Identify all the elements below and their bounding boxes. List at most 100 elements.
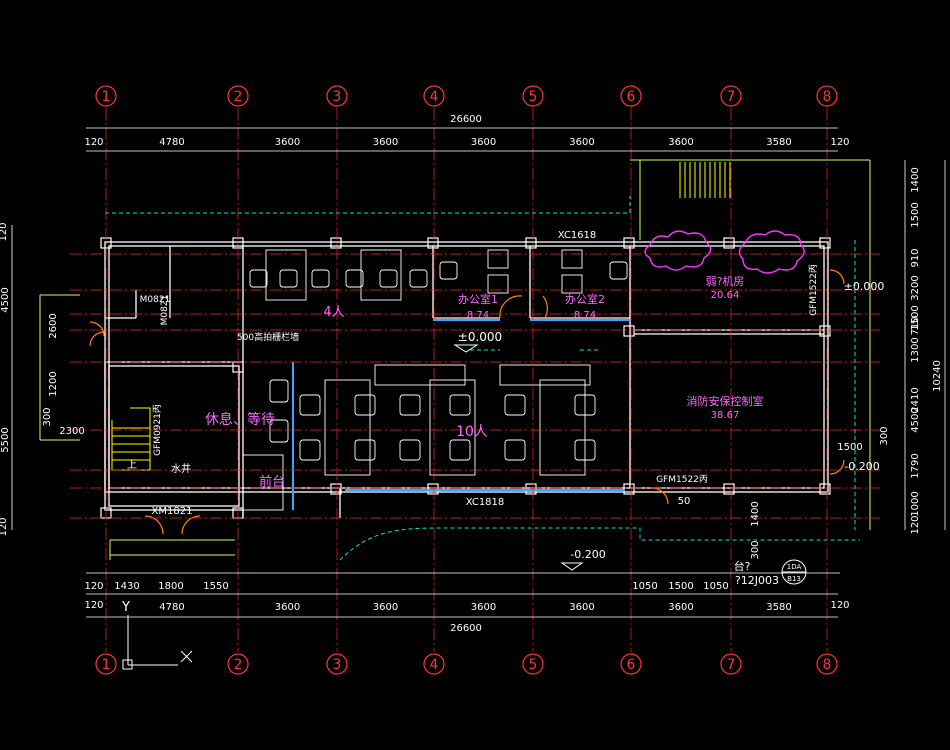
bottom-overall-dim: 26600 (450, 623, 482, 634)
bottom-span-dim: 3580 (766, 602, 791, 613)
top-overall-dim: 26600 (450, 114, 482, 125)
bottom-span-dim: 4780 (159, 602, 184, 613)
bottom-sub-dim: 1800 (158, 581, 183, 592)
room-office1-name: 办公室1 (458, 292, 498, 306)
right-dim: 1400 (750, 501, 761, 526)
bottom-sub-dim: 120 (84, 581, 103, 592)
dimension-texts: 4780 4780 3600 3600 3600 3600 3600 3600 3600 3600… (0, 114, 943, 634)
curtain-wall-glazing (292, 319, 630, 510)
ucs-y-label: Y (121, 600, 130, 615)
bottom-sub-dim: 1500 (668, 581, 693, 592)
top-span-dim: 3600 (373, 137, 398, 148)
door-code-gfm-bottom: GFM1522丙 (656, 474, 708, 485)
grid-bubble-top (720, 85, 742, 107)
grid-bubble-top (522, 85, 544, 107)
detail-bubble-top: 1DA (787, 563, 802, 571)
grid-bubble-label: 2 (234, 657, 243, 673)
grid-bubble-bottom (423, 653, 445, 675)
right-dim: 1400 (910, 167, 921, 192)
left-dim: 120 (0, 222, 9, 241)
right-dim: 3200 (910, 275, 921, 300)
top-span-dim: 3600 (569, 137, 594, 148)
right-dim: 1500 (910, 305, 921, 330)
grid-bubble-label: 2 (234, 89, 243, 105)
grid-bubble-label: 4 (430, 657, 439, 673)
stair-up-label: 上 (127, 459, 137, 471)
right-dim: 1500 (910, 202, 921, 227)
left-dim: 5500 (0, 427, 11, 452)
level-outside-right: -0.200 (844, 460, 879, 473)
left-dim: 120 (0, 517, 9, 536)
left-dim: 1200 (48, 371, 59, 396)
bottom-span-dim: 3600 (275, 602, 300, 613)
grid-bubble-top (95, 85, 117, 107)
right-dim: 710 (910, 316, 921, 335)
grid-bubble-top (423, 85, 445, 107)
right-dim: 1500 (837, 442, 862, 453)
grid-bubble-bottom (227, 653, 249, 675)
room-office2-name: 办公室2 (565, 292, 605, 306)
top-span-dim: 3600 (471, 137, 496, 148)
bottom-span-dim: 3600 (569, 602, 594, 613)
grid-bubble-bottom (326, 653, 348, 675)
window-code-top: XC1618 (558, 230, 597, 241)
grid-bubble-label: 5 (529, 657, 538, 673)
left-dim: 2600 (48, 313, 59, 338)
top-span-dim: 3600 (275, 137, 300, 148)
right-dim: 120 (910, 515, 921, 534)
grid-bubble-label: 1 (102, 89, 111, 105)
top-offset-left: 120 (84, 137, 103, 148)
planter-shrubs (644, 230, 805, 274)
top-span-dim: 4780 (159, 137, 184, 148)
top-span-dim: 3600 (668, 137, 693, 148)
bottom-sub-dim: 1430 (114, 581, 139, 592)
right-dim: 1790 (910, 453, 921, 478)
window-code-bottom: XC1818 (466, 497, 505, 508)
grid-bubble-top (227, 85, 249, 107)
bottom-span-dim: 3600 (668, 602, 693, 613)
right-dim: 910 (910, 248, 921, 267)
level-floor-symbol (453, 344, 479, 353)
grid-bubble-label: 4 (430, 89, 439, 105)
right-dim: 1000 (910, 491, 921, 516)
grid-axis-lines (70, 108, 880, 652)
occupancy-ten: 10人 (456, 424, 488, 440)
room-office2-area: 8.74 (574, 310, 596, 321)
grid-bubble-label: 6 (627, 657, 636, 673)
right-dim: 300 (750, 540, 761, 559)
grid-bubble-bottom (522, 653, 544, 675)
bottom-sub-dim: 1050 (703, 581, 728, 592)
bottom-span-dim: 3600 (373, 602, 398, 613)
office-furniture (242, 249, 628, 511)
grid-bubble-label: 3 (333, 657, 342, 673)
level-floor: ±0.000 (458, 330, 502, 344)
wall-note: 500高拍栅栏墙 (237, 331, 299, 343)
bottom-offset-right: 120 (830, 600, 849, 611)
site-outline (105, 196, 860, 561)
door-code-m0821-a: M0821 (140, 295, 171, 305)
small-dim-50: 50 (678, 496, 691, 507)
bottom-sub-dim: 1050 (632, 581, 657, 592)
right-dim: 300 (879, 426, 890, 445)
room-fire-control-name: 消防安保控制室 (687, 394, 764, 408)
level-outside: -0.200 (570, 548, 605, 561)
grid-bubble-bottom (95, 653, 117, 675)
room-rest-wait: 休息、等待 (205, 411, 275, 428)
grid-bubble-label: 7 (727, 657, 736, 673)
grid-bubble-label: 8 (823, 657, 832, 673)
left-dim: 4500 (0, 287, 11, 312)
room-office1-area: 8.74 (467, 310, 489, 321)
grid-bubble-label: 7 (727, 89, 736, 105)
room-front-desk: 前台 (259, 474, 285, 490)
door-code-gfm-right: GFM1522丙 (808, 264, 819, 316)
bottom-span-dim: 3600 (471, 602, 496, 613)
room-well: 水井 (171, 462, 191, 475)
room-machine-name: 弱?机房 (706, 274, 745, 288)
grid-bubble-bottom (816, 653, 838, 675)
grid-bubble-label: 1 (102, 657, 111, 673)
grid-bubble-top (326, 85, 348, 107)
top-span-dim: 3580 (766, 137, 791, 148)
left-dim: 2300 (59, 426, 84, 437)
